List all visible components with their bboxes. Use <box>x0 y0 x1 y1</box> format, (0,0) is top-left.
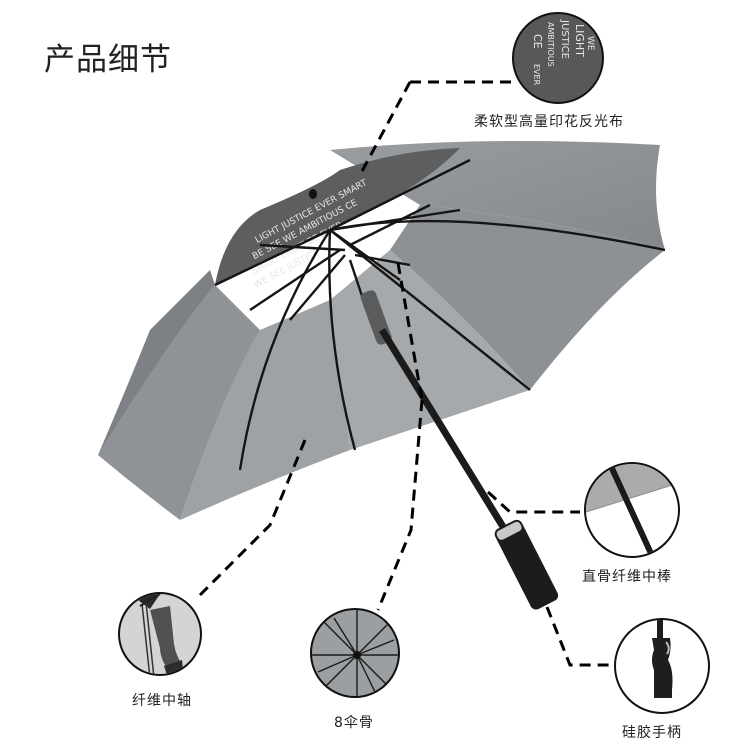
silicone-handle-icon <box>652 620 673 698</box>
ribs-detail-circle <box>310 608 400 698</box>
shaft-detail-circle <box>584 462 680 558</box>
handle-detail-circle <box>614 618 710 714</box>
handle-label: 硅胶手柄 <box>622 725 682 741</box>
svg-text:LIGHT: LIGHT <box>573 24 586 57</box>
fabric-detail-circle: LIGHT JUSTICE AMBITIOUS CE EVER WE <box>512 12 604 104</box>
shaft-label: 直骨纤维中棒 <box>582 569 672 585</box>
svg-text:WE: WE <box>585 36 595 51</box>
svg-text:EVER: EVER <box>532 64 541 86</box>
runner-label: 纤维中轴 <box>132 693 192 709</box>
svg-text:CE: CE <box>531 34 544 49</box>
eight-ribs-icon <box>312 610 398 696</box>
fiber-center-axis-icon <box>130 594 184 674</box>
fabric-label: 柔软型高量印花反光布 <box>474 114 624 130</box>
runner-detail-circle <box>118 592 202 676</box>
svg-text:AMBITIOUS: AMBITIOUS <box>546 22 555 67</box>
svg-text:JUSTICE: JUSTICE <box>559 19 570 59</box>
leader-lines <box>198 80 612 667</box>
page-title: 产品细节 <box>44 42 172 78</box>
ribs-label: 8伞骨 <box>334 715 374 731</box>
frame <box>214 158 666 471</box>
straight-fiber-shaft-icon <box>586 464 678 556</box>
reflective-print-fabric-icon: LIGHT JUSTICE AMBITIOUS CE EVER WE <box>531 19 595 86</box>
